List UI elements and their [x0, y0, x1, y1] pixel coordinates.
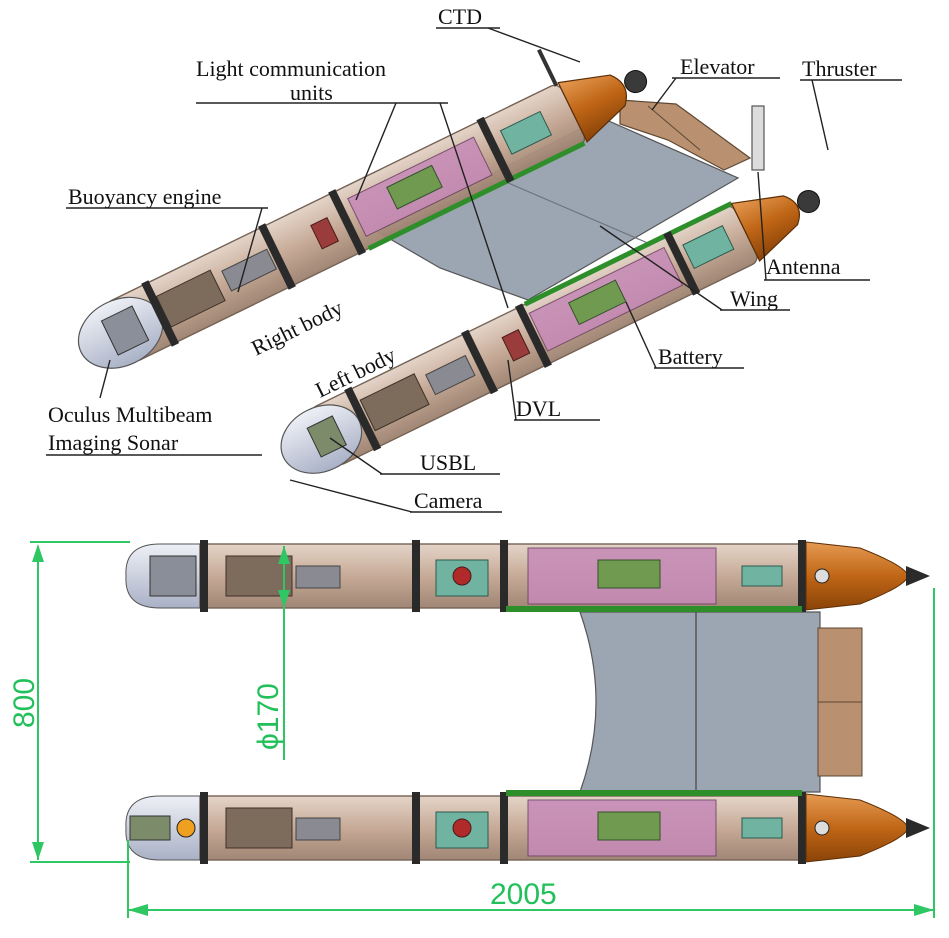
dim-length-label: 2005: [490, 878, 557, 911]
dim-diameter-label: ϕ170: [252, 683, 285, 750]
left-body-hull: [280, 190, 820, 474]
elevator-seam: [647, 105, 701, 151]
plan-upper-hull: [125, 540, 930, 612]
plan-lower-hull: [125, 790, 930, 864]
label-sonar-1: Oculus Multibeam: [48, 402, 212, 427]
label-light-comm-2: units: [290, 80, 333, 105]
leader-light-comm-1: [355, 102, 397, 201]
label-wing: Wing: [730, 286, 778, 311]
leader-buoyancy: [237, 207, 263, 293]
isometric-view: CTD Light communication units Elevator T…: [46, 4, 902, 513]
label-light-comm-1: Light communication: [196, 56, 386, 81]
right-tail-cone: [557, 74, 627, 143]
label-right-body: Right body: [247, 295, 346, 361]
leader-battery: [625, 301, 657, 369]
right-body-hull: [77, 48, 648, 369]
leader-wing: [599, 225, 723, 311]
leader-thruster: [811, 79, 829, 151]
dim-width-arrow-top: [32, 544, 44, 562]
plan-view: 800 ϕ170 2005: [8, 540, 935, 918]
label-elevator: Elevator: [680, 54, 755, 79]
leader-elevator: [651, 77, 677, 111]
label-ctd: CTD: [438, 4, 482, 29]
dim-width-arrow-bottom: [32, 842, 44, 860]
plan-elevator-lower: [817, 701, 863, 777]
label-camera: Camera: [414, 488, 483, 513]
right-sonar-block: [100, 305, 150, 356]
elevator-surface: [619, 99, 752, 171]
left-tail-cone: [730, 195, 801, 262]
leader-sonar: [99, 359, 111, 399]
plan-elevator-upper: [817, 627, 863, 703]
label-usbl: USBL: [420, 450, 476, 475]
leader-antenna: [757, 171, 767, 281]
leader-camera: [289, 479, 413, 513]
label-sonar-2: Imaging Sonar: [48, 430, 179, 455]
plan-wing: [579, 611, 821, 793]
dim-width-label: 800: [8, 678, 41, 728]
wing-seam: [491, 175, 651, 245]
leader-light-comm-2: [439, 102, 509, 309]
plan-upper-thruster: [906, 566, 930, 586]
leader-usbl: [329, 437, 383, 475]
dim-diameter-arrow-top: [278, 546, 290, 564]
plan-lower-thruster: [906, 818, 930, 838]
antenna-mast: [751, 105, 765, 171]
dim-length-arrow-left: [128, 904, 148, 916]
leader-dvl: [507, 359, 517, 421]
label-buoyancy-engine: Buoyancy engine: [68, 184, 221, 209]
dim-length-arrow-right: [914, 904, 934, 916]
label-dvl: DVL: [516, 396, 561, 421]
label-battery: Battery: [658, 344, 723, 369]
dim-diameter-arrow-bottom: [278, 590, 290, 608]
label-thruster: Thruster: [802, 56, 877, 81]
leader-ctd: [487, 27, 581, 63]
label-antenna: Antenna: [766, 254, 841, 279]
